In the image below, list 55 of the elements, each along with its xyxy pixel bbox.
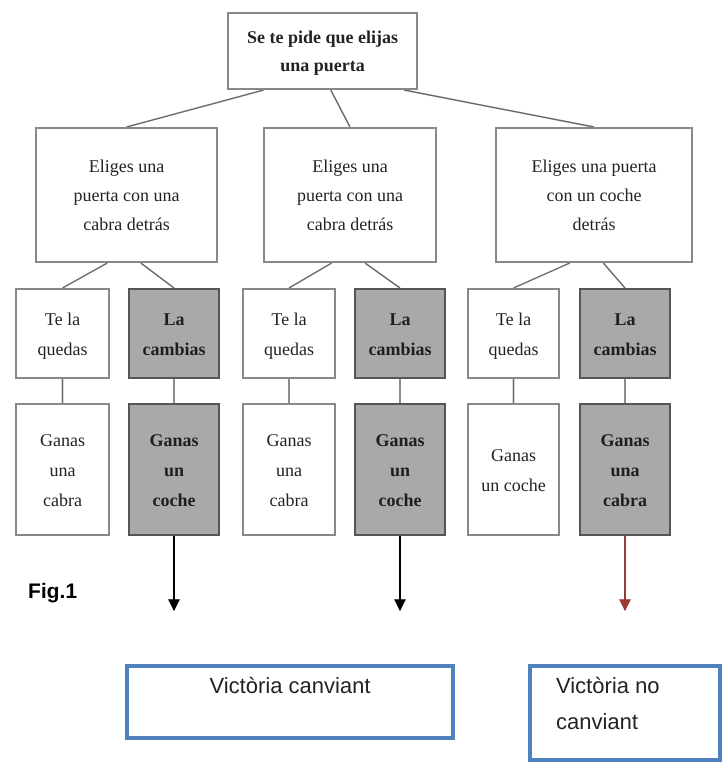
tree-box [15, 403, 110, 536]
box-text: La cambias [368, 308, 432, 360]
box-text: Eliges una puerta con una cabra detrás [297, 154, 403, 236]
box-text: Ganas un coche [148, 428, 200, 512]
connector-line [288, 262, 332, 289]
connector-line [624, 379, 626, 403]
tree-box [467, 288, 560, 379]
shaded-box [128, 403, 220, 536]
tree-box [242, 403, 336, 536]
box-text: Ganas un coche [481, 444, 546, 496]
box-text: Eliges una puerta con una cabra detrás [72, 154, 180, 236]
connector-line [364, 262, 400, 289]
box-text: Te la quedas [36, 308, 88, 361]
box-text: Ganas una cabra [599, 428, 651, 512]
connector-line [62, 262, 108, 289]
arrow [619, 536, 631, 612]
tree-box [242, 288, 336, 379]
shaded-box [579, 403, 671, 536]
connector-line [404, 89, 594, 128]
connector-line [602, 262, 626, 288]
box-text: Ganas una cabra [39, 428, 86, 512]
connector-line [140, 262, 174, 289]
box-text: Ganas un coche [374, 428, 426, 512]
box-text: Te la quedas [263, 308, 315, 361]
box-text: Victòria canviant [209, 672, 370, 700]
shaded-box [354, 403, 446, 536]
box-text: La cambias [593, 308, 657, 360]
connector-line [513, 262, 570, 289]
arrow [394, 536, 406, 612]
connector-line [62, 379, 64, 403]
shaded-box [354, 288, 446, 379]
result-box [528, 664, 722, 762]
connector-line [126, 89, 264, 128]
connector-line [512, 379, 514, 403]
box-text: Te la quedas [488, 308, 540, 361]
figure-label: Fig.1 [28, 579, 78, 605]
box-text: La cambias [142, 308, 206, 360]
box-text: Se te pide que elijas una puerta [246, 26, 399, 77]
tree-box [35, 127, 218, 263]
tree-box [495, 127, 693, 263]
box-text: Ganas una cabra [266, 428, 312, 512]
connector-line [288, 379, 290, 403]
connector-line [173, 379, 175, 403]
shaded-box [128, 288, 220, 379]
box-text: Victòria no canviant [556, 672, 661, 736]
tree-box [263, 127, 437, 263]
tree-box [15, 288, 110, 379]
box-text: Eliges una puerta con un coche detrás [530, 154, 658, 236]
shaded-box [579, 288, 671, 379]
tree-box [227, 12, 418, 90]
connector-line [399, 379, 401, 403]
connector-line [330, 90, 351, 128]
result-box [125, 664, 455, 740]
tree-box [467, 403, 560, 536]
arrow [168, 536, 180, 612]
